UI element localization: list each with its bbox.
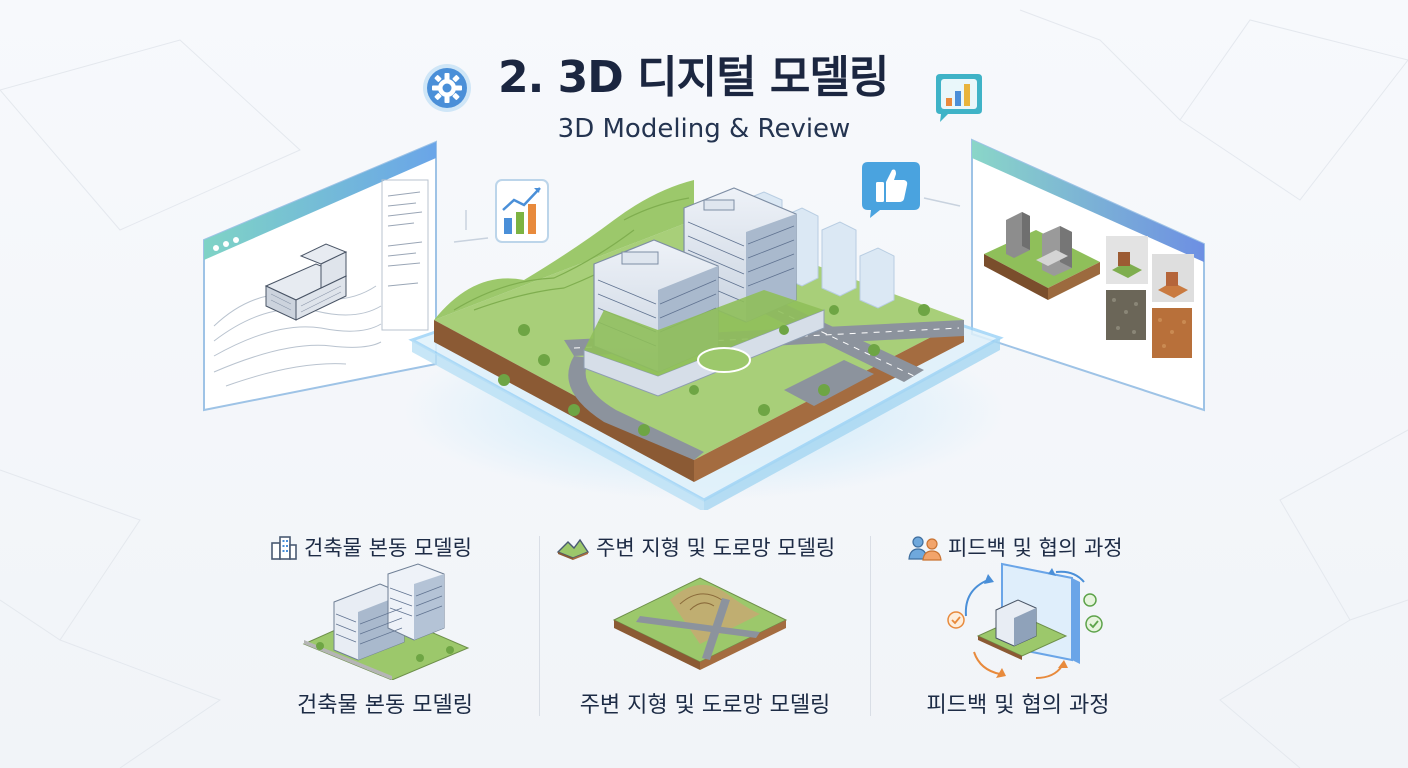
column-title-terrain: 주변 지형 및 도로망 모델링 — [556, 532, 835, 562]
chart-bubble-icon — [936, 74, 982, 122]
column-divider — [539, 536, 540, 716]
column-title-building: 건축물 본동 모델링 — [270, 532, 472, 562]
column-caption-terrain: 주변 지형 및 도로망 모델링 — [579, 693, 831, 718]
terrain-icon — [556, 538, 590, 560]
page-title: 2. 3D 디지털 모델링 — [498, 52, 889, 103]
thumbs-up-icon — [862, 162, 920, 218]
cad-drawing-panel — [203, 140, 437, 412]
render-preview-panel — [971, 138, 1205, 412]
connector-left — [453, 210, 489, 243]
building-model-illustration — [302, 563, 470, 680]
analytics-chart-icon — [495, 179, 549, 243]
column-heading: 건축물 본동 모델링 — [304, 536, 472, 560]
page-subtitle: 3D Modeling & Review — [557, 114, 851, 144]
people-icon — [908, 536, 942, 561]
connector-right — [923, 197, 961, 207]
check-icon — [1085, 615, 1103, 633]
column-heading: 피드백 및 협의 과정 — [948, 536, 1123, 560]
column-caption-building: 건축물 본동 모델링 — [297, 693, 473, 718]
column-caption-feedback: 피드백 및 협의 과정 — [926, 693, 1110, 718]
feedback-cycle-illustration — [947, 562, 1103, 679]
site-3d-model — [404, 180, 1004, 510]
terrain-road-illustration — [612, 577, 788, 670]
column-divider — [870, 536, 871, 716]
column-heading: 주변 지형 및 도로망 모델링 — [596, 536, 836, 560]
gear-icon — [423, 64, 471, 112]
building-icon — [271, 536, 297, 560]
check-icon — [947, 611, 965, 629]
header: 2. 3D 디지털 모델링 — [0, 50, 1408, 112]
column-title-feedback: 피드백 및 협의 과정 — [908, 532, 1123, 562]
